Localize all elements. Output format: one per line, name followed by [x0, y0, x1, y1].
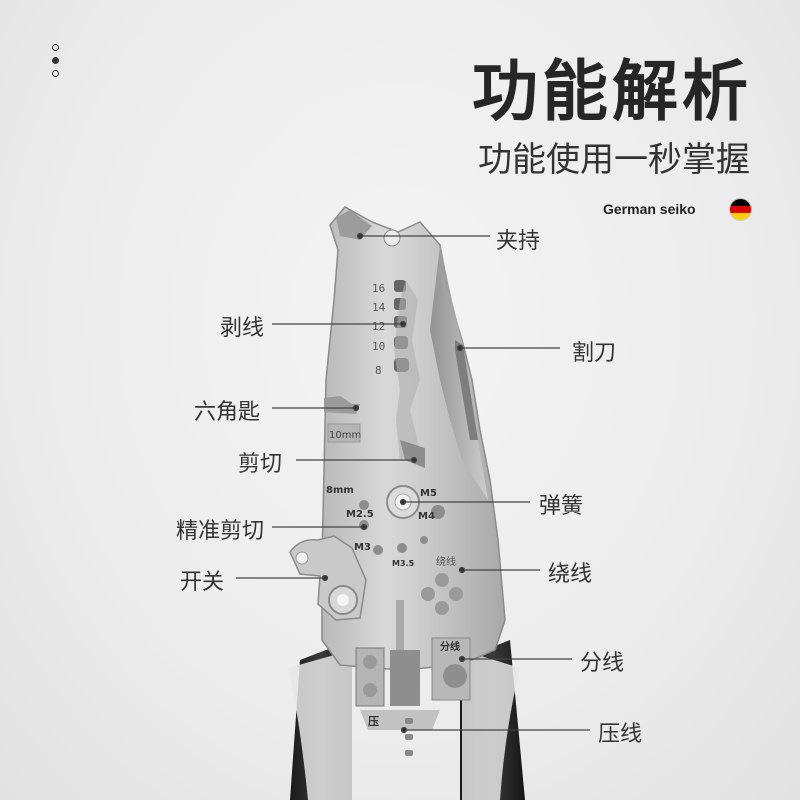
- mark-m4: M4: [418, 511, 435, 522]
- callout-strip: 剥线: [220, 316, 265, 341]
- page-subtitle: 功能使用一秒掌握: [478, 140, 750, 180]
- hole-8mm: [359, 500, 369, 510]
- page-dot-2[interactable]: [52, 57, 59, 64]
- german-flag-icon: [730, 199, 751, 220]
- callout-cut: 剪切: [238, 452, 283, 477]
- callout-split: 分线: [580, 651, 625, 676]
- callout-clamp: 夹持: [496, 229, 541, 254]
- callout-cutter: 割刀: [572, 341, 617, 366]
- page-dot-1[interactable]: [52, 44, 59, 51]
- wind-mark: 绕线: [436, 555, 456, 568]
- callout-wind: 绕线: [548, 562, 593, 587]
- hole-m35: [397, 543, 407, 553]
- gauge-8: 8: [375, 364, 382, 377]
- gauge-10: 10: [372, 340, 385, 353]
- callout-switch: 开关: [180, 570, 225, 595]
- mark-m5: M5: [420, 488, 437, 499]
- callout-crimp: 压线: [598, 722, 643, 747]
- split-notch: [443, 664, 467, 688]
- split-mark: 分线: [440, 640, 460, 653]
- hex-size-label: 10mm: [329, 430, 361, 441]
- mark-m35: M3.5: [392, 559, 415, 568]
- mark-m3: M3: [354, 542, 371, 553]
- gauge-12: 12: [372, 320, 385, 333]
- hole-extra: [420, 536, 428, 544]
- right-handle-cover: [462, 650, 520, 800]
- hole-m4: [431, 505, 445, 519]
- left-handle-cover: [288, 650, 352, 800]
- page-dot-3[interactable]: [52, 70, 59, 77]
- crimp-mark: 压: [368, 714, 379, 728]
- winding-holes: [421, 573, 463, 615]
- crimp-block: [390, 650, 420, 706]
- mark-m25: M2.5: [346, 509, 374, 520]
- page-title: 功能解析: [472, 53, 752, 130]
- callout-precise-cut: 精准剪切: [176, 519, 265, 544]
- cut-notch: [400, 440, 425, 468]
- clamp-jaw: [336, 210, 372, 240]
- callout-spring: 弹簧: [539, 494, 584, 519]
- brand-name: German seiko: [603, 201, 696, 217]
- mark-8mm: 8mm: [326, 485, 354, 496]
- gauge-14: 14: [372, 301, 386, 314]
- gauge-16: 16: [372, 282, 385, 295]
- callout-hex-key: 六角匙: [194, 400, 261, 425]
- hex-key-notch: [324, 396, 360, 414]
- page-indicator[interactable]: [52, 44, 62, 83]
- hole-m3: [373, 545, 383, 555]
